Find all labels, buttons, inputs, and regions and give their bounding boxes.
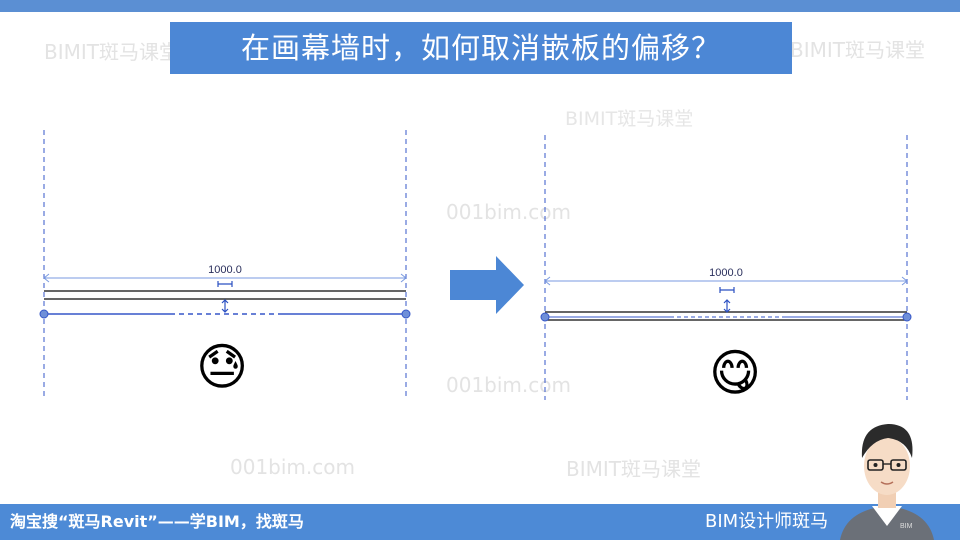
endpoint-grip	[39, 309, 49, 319]
sweat-face-emoji-icon: 😓	[195, 338, 249, 396]
watermark: BIMIT斑马课堂	[565, 108, 694, 130]
watermark: BIMIT斑马课堂	[44, 40, 179, 64]
endpoint-grip	[902, 312, 912, 322]
top-accent-bar	[0, 0, 960, 12]
swap-arrows-icon	[723, 299, 731, 313]
watermark: 001bim.com	[446, 373, 571, 397]
after-panel: 1000.0	[540, 135, 912, 400]
avatar-badge: BIM	[900, 523, 913, 530]
wall-diagram: 1000.0 1000.0	[39, 130, 912, 400]
watermark: 001bim.com	[230, 455, 355, 479]
dimension-arrows	[43, 273, 407, 283]
footer-bar: 淘宝搜“斑马Revit”——学BIM，找斑马 BIM设计师斑马	[0, 504, 960, 540]
footer-author-name: BIM设计师斑马	[705, 511, 829, 532]
dimension-arrows	[544, 276, 908, 286]
slide-title: 在画幕墙时，如何取消嵌板的偏移？	[170, 22, 792, 74]
dimension-label: 1000.0	[208, 264, 242, 276]
swap-arrows-icon	[221, 299, 229, 313]
watermark: BIMIT斑马课堂	[566, 457, 701, 481]
watermark: BIMIT斑马课堂	[790, 38, 925, 62]
dimension-label: 1000.0	[709, 267, 743, 279]
flip-control-icon	[217, 281, 233, 287]
endpoint-grip	[540, 312, 550, 322]
footer-promo-text: 淘宝搜“斑马Revit”——学BIM，找斑马	[10, 512, 304, 531]
endpoint-grip	[401, 309, 411, 319]
avatar: BIM	[840, 424, 934, 540]
watermark: 001bim.com	[446, 200, 571, 224]
right-arrow-icon	[450, 256, 524, 314]
flip-control-icon	[719, 287, 735, 293]
yum-face-emoji-icon: 😋	[708, 344, 762, 402]
before-panel: 1000.0	[39, 130, 411, 400]
